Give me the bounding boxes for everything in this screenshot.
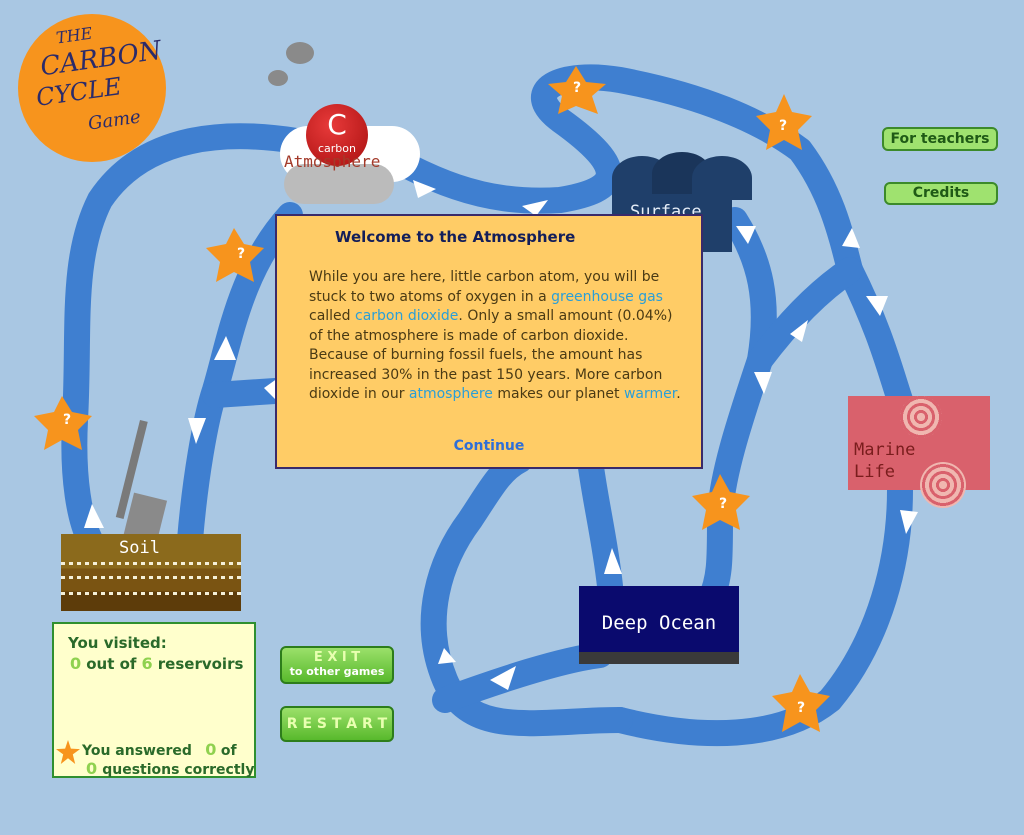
atmosphere-reservoir[interactable]: C carbon Atmosphere (280, 104, 426, 206)
keyword-carbon-dioxide[interactable]: carbon dioxide (355, 308, 459, 324)
correct-row: 0 questions correctly (86, 759, 254, 778)
cloud-gray-icon (284, 164, 394, 204)
star-question-top (548, 66, 606, 114)
path-bottom-link (432, 642, 613, 713)
answered-count: 0 (205, 740, 217, 759)
path-outer-left (61, 123, 353, 553)
arrow (604, 548, 622, 574)
logo-line-1: THE (54, 23, 94, 48)
path-cross (747, 257, 863, 373)
soil-label: Soil (119, 538, 160, 558)
visited-mid: out of (86, 655, 137, 673)
carbon-cycle-logo: THE CARBON CYCLE Game (18, 14, 166, 162)
path-bottom-loop (420, 447, 633, 737)
keyword-greenhouse-gas[interactable]: greenhouse gas (551, 288, 663, 305)
answered-row: You answered 0 of (82, 740, 237, 759)
star-question-mark[interactable]: ? (62, 412, 72, 428)
arrow (790, 320, 808, 342)
dialog-text: makes our planet (492, 386, 624, 402)
dialog-text: . Only a small amount (0.04%) of the atm… (309, 308, 673, 402)
arrow (438, 648, 456, 664)
deep-ocean-label: Deep Ocean (601, 612, 717, 634)
star-question-bottom-right (772, 674, 830, 732)
exit-button[interactable]: E X I T to other games (280, 646, 394, 684)
for-teachers-button[interactable]: For teachers (882, 127, 998, 151)
star-question-mark[interactable]: ? (778, 118, 788, 134)
star-icon (56, 740, 80, 764)
carbon-word: carbon (318, 142, 356, 155)
arrow (866, 296, 888, 316)
arrow (264, 378, 278, 402)
marine-life-reservoir[interactable]: Marine Life (848, 396, 990, 508)
carbon-symbol: C (327, 108, 347, 141)
arrow (413, 180, 436, 198)
continue-link[interactable]: Continue (453, 438, 525, 454)
path-top (347, 64, 863, 283)
arrow (214, 336, 236, 360)
keyword-atmosphere[interactable]: atmosphere (408, 386, 493, 402)
atmosphere-label: Atmosphere (284, 152, 381, 171)
path-right-down (837, 257, 913, 413)
dialog-text: called (309, 308, 356, 324)
arrow (490, 666, 516, 690)
logo-line-4: Game (86, 106, 143, 135)
dialog-text: While you are here, little carbon atom, … (309, 269, 660, 305)
answered-label: You answered (82, 743, 192, 759)
star-question-mark[interactable]: ? (572, 80, 582, 96)
arrow (754, 372, 772, 394)
arrow (842, 228, 860, 248)
star-question-left-upper (206, 228, 264, 282)
dialog-title: Welcome to the Atmosphere (335, 228, 576, 246)
arrow (522, 200, 548, 216)
soil-reservoir[interactable]: Soil (61, 534, 241, 611)
exit-sub-label: to other games (289, 665, 385, 678)
wave-icon (612, 152, 762, 200)
star-question-topright (756, 94, 812, 150)
path-surface-ocean (697, 207, 777, 613)
welcome-dialog: Welcome to the Atmosphere While you are … (275, 214, 703, 469)
visited-total: 6 (141, 654, 153, 673)
marine-label-line-2: Life (854, 462, 895, 482)
visited-label: You visited: (68, 634, 167, 652)
deep-ocean-reservoir[interactable]: Deep Ocean (579, 586, 739, 664)
carbon-atom-icon: C carbon (306, 104, 368, 166)
star-question-mark[interactable]: ? (236, 246, 246, 262)
star-question-mark[interactable]: ? (796, 700, 806, 716)
snail-icon (900, 396, 942, 438)
arrow (188, 418, 206, 444)
exit-main-label: E X I T (313, 650, 361, 665)
dialog-text: . (676, 386, 681, 402)
restart-button[interactable]: R E S T A R T (280, 706, 394, 742)
snail-icon (920, 462, 966, 508)
visited-end: reservoirs (157, 655, 244, 673)
correct-end: questions correctly (102, 762, 255, 778)
credits-button[interactable]: Credits (884, 182, 998, 205)
star-question-mark[interactable]: ? (718, 496, 728, 512)
arrow (736, 226, 756, 244)
smoke-puff-icon (286, 42, 314, 64)
answered-of: of (220, 743, 237, 759)
arrow (900, 510, 918, 534)
correct-count: 0 (86, 759, 98, 778)
star-question-left-lower (34, 396, 92, 450)
arrow (84, 504, 104, 528)
smoke-puff-icon (268, 70, 288, 86)
visited-count: 0 (70, 654, 82, 673)
visited-row: 0 out of 6 reservoirs (70, 654, 243, 673)
keyword-warmer[interactable]: warmer (623, 386, 677, 402)
path-marine-down (607, 477, 913, 747)
marine-label-line-1: Marine (854, 440, 916, 460)
star-question-right-mid (692, 474, 750, 530)
score-panel: You visited: 0 out of 6 reservoirs You a… (52, 622, 256, 778)
dialog-body: While you are here, little carbon atom, … (309, 268, 681, 405)
